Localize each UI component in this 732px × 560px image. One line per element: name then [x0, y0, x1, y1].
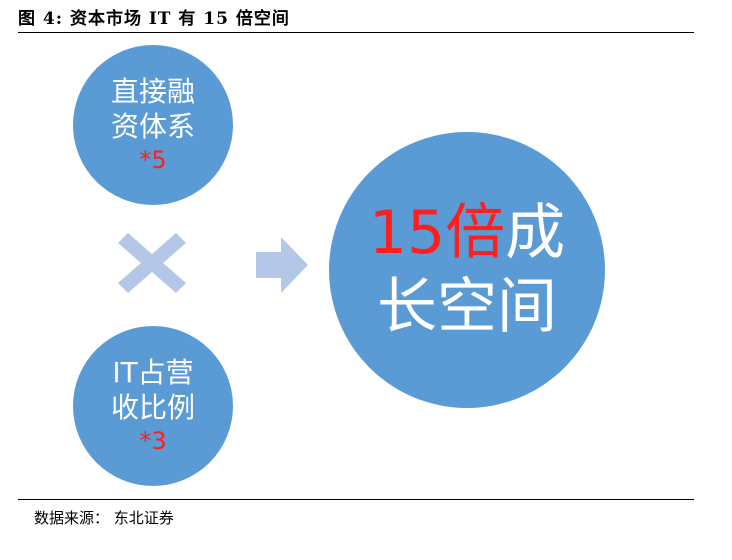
circle-it-revenue-share-line2: 收比例: [110, 391, 195, 424]
data-source-note: 数据来源： 东北证券: [34, 509, 174, 527]
top-rule: [18, 32, 694, 33]
circle-direct-financing: 直接融 资体系 *5: [73, 45, 233, 205]
right-arrow-icon-shape: [256, 237, 308, 293]
multiply-icon-shape: [118, 233, 186, 293]
circle-growth-space-line1-rest: 成: [505, 198, 566, 268]
multiply-icon: [118, 233, 186, 293]
circle-it-revenue-share: IT占营 收比例 *3: [73, 326, 233, 486]
circle-growth-space: 15倍成 长空间: [329, 132, 605, 408]
right-arrow-icon: [256, 237, 308, 293]
figure-title: 图 4: 资本市场 IT 有 15 倍空间: [18, 9, 290, 29]
circle-it-revenue-share-multiplier: *3: [139, 427, 167, 455]
circle-direct-financing-line2: 资体系: [110, 110, 195, 143]
circle-it-revenue-share-line1: IT占营: [112, 356, 194, 389]
circle-direct-financing-multiplier: *5: [139, 146, 167, 174]
bottom-rule: [18, 499, 694, 500]
circle-growth-space-line1: 15倍成: [369, 196, 565, 270]
circle-direct-financing-line1: 直接融: [110, 75, 195, 108]
circle-growth-space-line2: 长空间: [377, 272, 557, 342]
growth-multiple-highlight: 15倍: [368, 198, 506, 268]
